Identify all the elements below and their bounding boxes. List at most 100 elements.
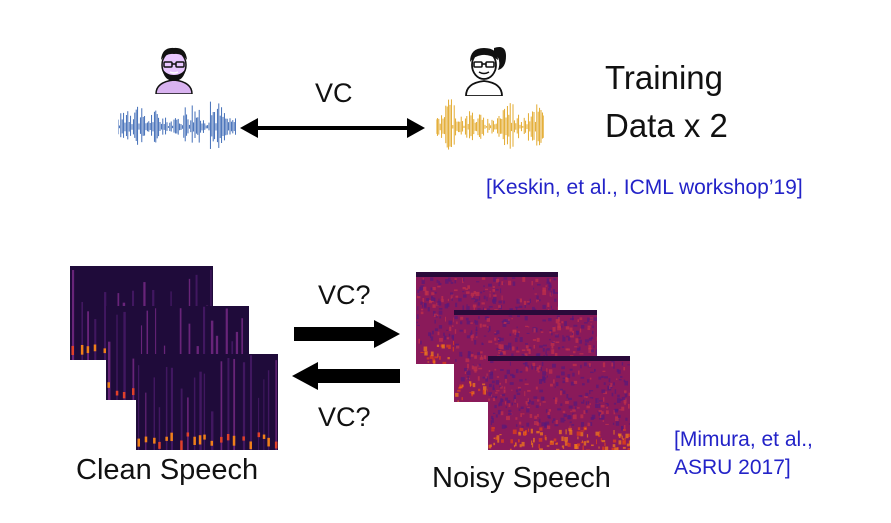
spectrogram-noise-cell [495,436,497,441]
spectrogram-noise-cell [478,316,480,320]
spectrogram-noise-cell [540,367,543,372]
spectrogram-noise-cell [555,442,558,445]
spectrogram-noise-cell [446,337,449,340]
spectrogram-noise-cell [432,304,436,308]
spectrogram-noise-cell [549,442,554,445]
spectrogram-noise-cell [554,386,556,388]
spectrogram-noise-cell [478,296,481,301]
spectrogram-noise-cell [455,392,459,397]
spectrogram-noise-cell [548,318,552,322]
spectrogram-noise-cell [480,355,483,358]
arrow-right [294,320,400,348]
spectrogram-noise-cell [430,277,434,281]
spectrogram-noise-cell [538,418,541,424]
spectrogram-noise-cell [623,367,626,371]
spectrogram-noise-cell [492,299,497,304]
spectrogram-noise-cell [478,388,481,392]
spectrogram-noise-cell [569,335,574,338]
spectrogram-noise-cell [454,278,457,280]
spectrogram-noise-cell [447,357,450,360]
spectrogram-noise-cell [552,363,556,368]
spectrogram-noise-cell [469,381,472,384]
spectrogram-noise-cell [450,292,454,295]
spectrogram-noise-cell [474,369,477,373]
spectrogram-noise-cell [623,390,627,394]
spectrogram-noise-cell [494,343,499,345]
spectrogram-energy [210,440,214,446]
spectrogram-noise-cell [509,448,512,450]
spectrogram-noise-cell [470,330,473,336]
spectrogram-noise-cell [451,334,456,339]
spectrogram-noise-cell [486,296,488,302]
spectrogram-harmonic [220,361,223,450]
spectrogram-noise-cell [538,444,541,449]
spectrogram-noise-cell [576,347,580,351]
spectrogram-noise-cell [615,421,620,426]
spectrogram-energy [232,435,236,446]
spectrogram-noise-cell [555,319,560,324]
spectrogram-noise-cell [590,371,594,374]
spectrogram-noise-cell [605,446,609,450]
spectrogram-noise-cell [564,436,568,442]
spectrogram-harmonic [242,362,246,450]
spectrogram-noise-cell [473,307,475,312]
spectrogram-noise-cell [469,332,471,337]
spectrogram-noise-cell [540,329,543,331]
spectrogram-noise-cell [567,443,571,447]
spectrogram-noise-cell [456,321,458,325]
spectrogram-energy [242,436,245,441]
spectrogram-noise-cell [539,345,543,348]
spectrogram-noise-cell [535,405,539,408]
spectrogram-noise-cell [436,314,439,317]
spectrogram-energy [203,434,206,440]
spectrogram-noise-cell [540,379,545,382]
spectrogram-noise-cell [492,396,497,398]
spectrogram-noise-cell [508,315,513,317]
spectrogram-noise-cell [459,384,463,389]
spectrogram-noise-cell [526,332,530,335]
spectrogram-noise-cell [572,409,576,412]
spectrogram-noise-cell [624,392,628,398]
spectrogram-noise-cell [462,286,466,290]
spectrogram-noise-cell [457,400,459,402]
spectrogram-noise-cell [596,336,597,341]
spectrogram-energy [220,436,223,443]
spectrogram-noise-cell [536,299,538,303]
spectrogram-noise-cell [530,428,533,434]
spectrogram-noise-cell [420,285,425,291]
spectrogram-noise-cell [482,383,486,386]
spectrogram-noise-cell [517,315,521,318]
spectrogram-noise-cell [439,356,441,360]
spectrogram-noise-cell [613,402,617,405]
spectrogram-noise-cell [557,323,561,328]
spectrogram-noise-cell [511,389,513,391]
spectrogram-noise-cell [420,340,422,345]
spectrogram-noise-cell [433,310,436,316]
spectrogram-noise-cell [516,332,519,338]
spectrogram-noise-cell [601,414,605,420]
spectrogram-noise-cell [512,281,516,286]
spectrogram-noise-cell [532,440,535,443]
spectrogram-noise-cell [547,302,550,307]
spectrogram-noise-cell [547,411,550,416]
spectrogram-noise-cell [566,394,569,399]
spectrogram-noise-cell [431,292,435,295]
spectrogram-noise-cell [533,420,537,426]
spectrogram-noise-cell [514,398,516,403]
spectrogram-noise-cell [535,327,538,333]
spectrogram-noise-cell [420,351,424,354]
spectrogram-noise-cell [572,315,574,321]
spectrogram-noise-cell [521,349,526,352]
spectrogram-noise-cell [580,432,584,437]
spectrogram-noise-cell [438,298,440,302]
spectrogram-energy [86,346,90,354]
spectrogram-noise-cell [519,444,522,448]
spectrogram-noise-cell [542,348,545,352]
spectrogram-noise-cell [554,399,557,405]
spectrogram-noise-cell [521,353,525,356]
spectrogram-noise-cell [462,290,465,293]
spectrogram-harmonic [202,306,206,400]
spectrogram-noise-cell [550,383,553,387]
spectrogram-noise-cell [469,383,473,386]
spectrogram-noise-cell [568,427,572,432]
